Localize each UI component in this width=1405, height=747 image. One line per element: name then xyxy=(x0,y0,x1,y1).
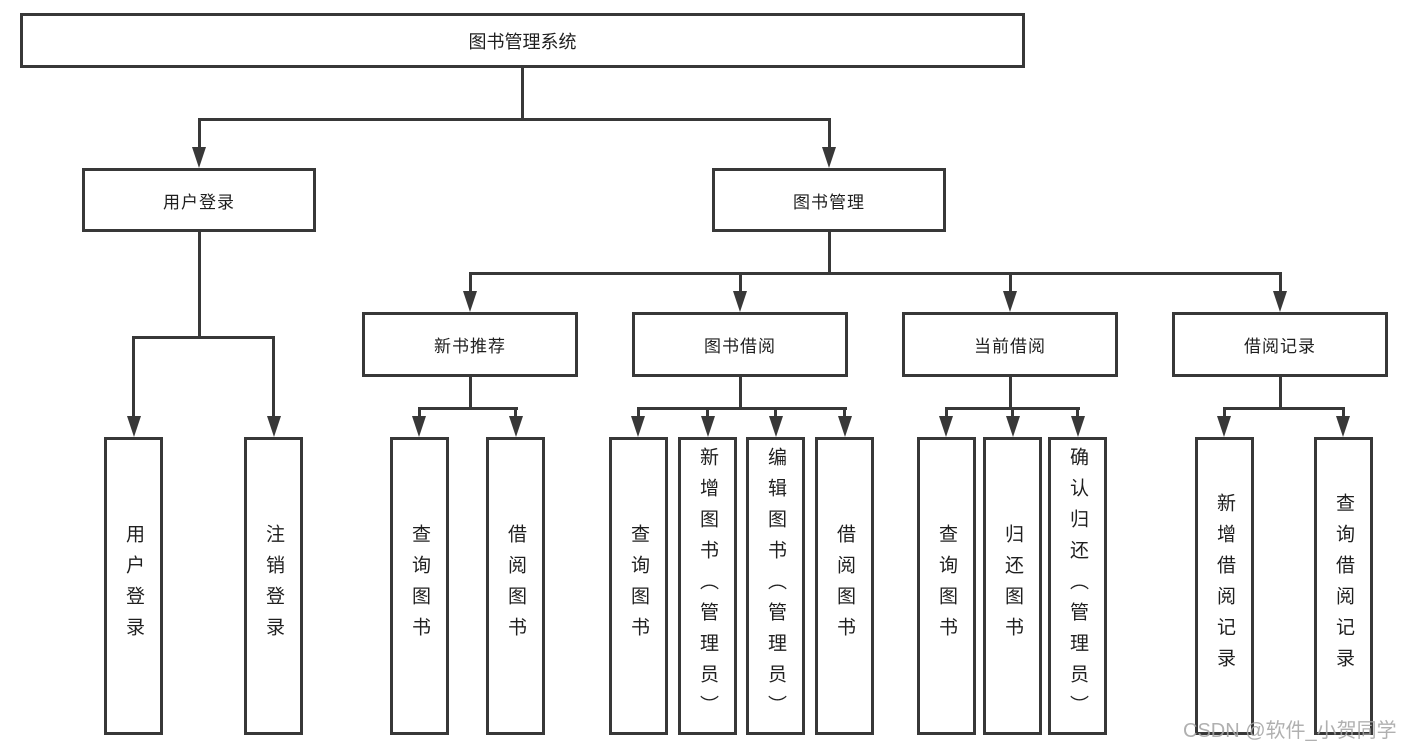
node-label: 图书管理 xyxy=(793,192,865,212)
connector-line xyxy=(520,68,524,118)
connector-line xyxy=(738,272,742,292)
node-label: 注销登录 xyxy=(263,524,284,648)
node-book-borrow: 图书借阅 xyxy=(632,312,848,377)
node-label: 借阅图书 xyxy=(834,524,855,648)
leaf-add-borrow-record: 新增借阅记录 xyxy=(1195,437,1254,735)
leaf-borrow-books-recommend: 借阅图书 xyxy=(486,437,545,735)
node-current-borrow: 当前借阅 xyxy=(902,312,1118,377)
leaf-logout: 注销登录 xyxy=(244,437,303,735)
leaf-confirm-return-admin: 确认归还（管理员） xyxy=(1048,437,1107,735)
node-label: 借阅图书 xyxy=(505,524,526,648)
node-label: 新增图书（管理员） xyxy=(697,446,718,726)
node-book-management: 图书管理 xyxy=(712,168,946,232)
node-label: 用户登录 xyxy=(123,524,144,648)
node-label: 查询图书 xyxy=(936,524,957,648)
arrow-down-icon xyxy=(412,416,426,437)
csdn-watermark: CSDN @软件_小贺同学 xyxy=(1183,720,1397,742)
node-label: 新书推荐 xyxy=(434,337,506,356)
connector-line xyxy=(417,407,421,418)
connector-line xyxy=(636,407,847,410)
node-user-login: 用户登录 xyxy=(82,168,316,232)
node-label: 新增借阅记录 xyxy=(1214,493,1235,679)
arrow-down-icon xyxy=(1003,291,1017,312)
connector-line xyxy=(1341,407,1345,418)
arrow-down-icon xyxy=(126,416,141,437)
connector-line xyxy=(468,272,472,292)
connector-line xyxy=(843,407,846,418)
connector-line xyxy=(468,377,472,407)
arrow-down-icon xyxy=(1005,416,1020,437)
node-label: 借阅记录 xyxy=(1244,337,1316,356)
connector-line xyxy=(1278,272,1282,292)
connector-line xyxy=(1076,407,1079,418)
node-label: 用户登录 xyxy=(163,192,235,212)
connector-line xyxy=(272,336,275,416)
arrow-down-icon xyxy=(939,416,953,437)
connector-line xyxy=(738,377,742,407)
node-borrow-records: 借阅记录 xyxy=(1172,312,1388,377)
connector-line xyxy=(1278,377,1282,407)
arrow-down-icon xyxy=(822,147,836,168)
arrow-down-icon xyxy=(700,416,715,437)
connector-line xyxy=(468,272,1282,275)
arrow-down-icon xyxy=(1336,416,1350,437)
connector-line xyxy=(774,407,777,418)
leaf-query-books-borrow: 查询图书 xyxy=(609,437,668,735)
connector-line xyxy=(132,336,135,416)
connector-line xyxy=(827,232,831,272)
connector-line xyxy=(1011,407,1014,418)
node-label: 图书借阅 xyxy=(704,337,776,356)
connector-line xyxy=(944,407,948,418)
connector-line xyxy=(1008,272,1012,292)
connector-line xyxy=(132,336,275,339)
connector-line xyxy=(197,118,831,121)
connector-line xyxy=(636,407,640,418)
arrow-down-icon xyxy=(1217,416,1231,437)
node-label: 图书管理系统 xyxy=(468,31,577,52)
leaf-query-borrow-record: 查询借阅记录 xyxy=(1314,437,1373,735)
arrow-down-icon xyxy=(192,147,206,168)
leaf-edit-books-admin: 编辑图书（管理员） xyxy=(746,437,805,735)
connector-line xyxy=(197,232,201,336)
node-label: 当前借阅 xyxy=(974,337,1046,356)
leaf-add-books-admin: 新增图书（管理员） xyxy=(678,437,737,735)
arrow-down-icon xyxy=(837,416,852,437)
node-label: 归还图书 xyxy=(1002,524,1023,648)
arrow-down-icon xyxy=(733,291,747,312)
arrow-down-icon xyxy=(631,416,645,437)
leaf-query-books-recommend: 查询图书 xyxy=(390,437,449,735)
node-label: 编辑图书（管理员） xyxy=(765,446,786,726)
arrow-down-icon xyxy=(266,416,281,437)
connector-line xyxy=(1222,407,1226,418)
connector-line xyxy=(1008,377,1012,407)
leaf-return-books: 归还图书 xyxy=(983,437,1042,735)
arrow-down-icon xyxy=(463,291,477,312)
node-label: 查询借阅记录 xyxy=(1333,493,1354,679)
node-label: 查询图书 xyxy=(628,524,649,648)
node-label: 查询图书 xyxy=(409,524,430,648)
connector-line xyxy=(827,118,831,147)
connector-line xyxy=(1222,407,1345,410)
connector-line xyxy=(197,118,201,147)
connector-line xyxy=(706,407,709,418)
leaf-user-login: 用户登录 xyxy=(104,437,163,735)
node-new-book-recommend: 新书推荐 xyxy=(362,312,578,377)
arrow-down-icon xyxy=(1070,416,1085,437)
connector-line xyxy=(417,407,518,410)
arrow-down-icon xyxy=(508,416,523,437)
node-library-management-system: 图书管理系统 xyxy=(20,13,1025,68)
leaf-query-books-current: 查询图书 xyxy=(917,437,976,735)
leaf-borrow-books: 借阅图书 xyxy=(815,437,874,735)
arrow-down-icon xyxy=(768,416,783,437)
connector-line xyxy=(514,407,517,418)
node-label: 确认归还（管理员） xyxy=(1067,446,1088,726)
arrow-down-icon xyxy=(1273,291,1287,312)
